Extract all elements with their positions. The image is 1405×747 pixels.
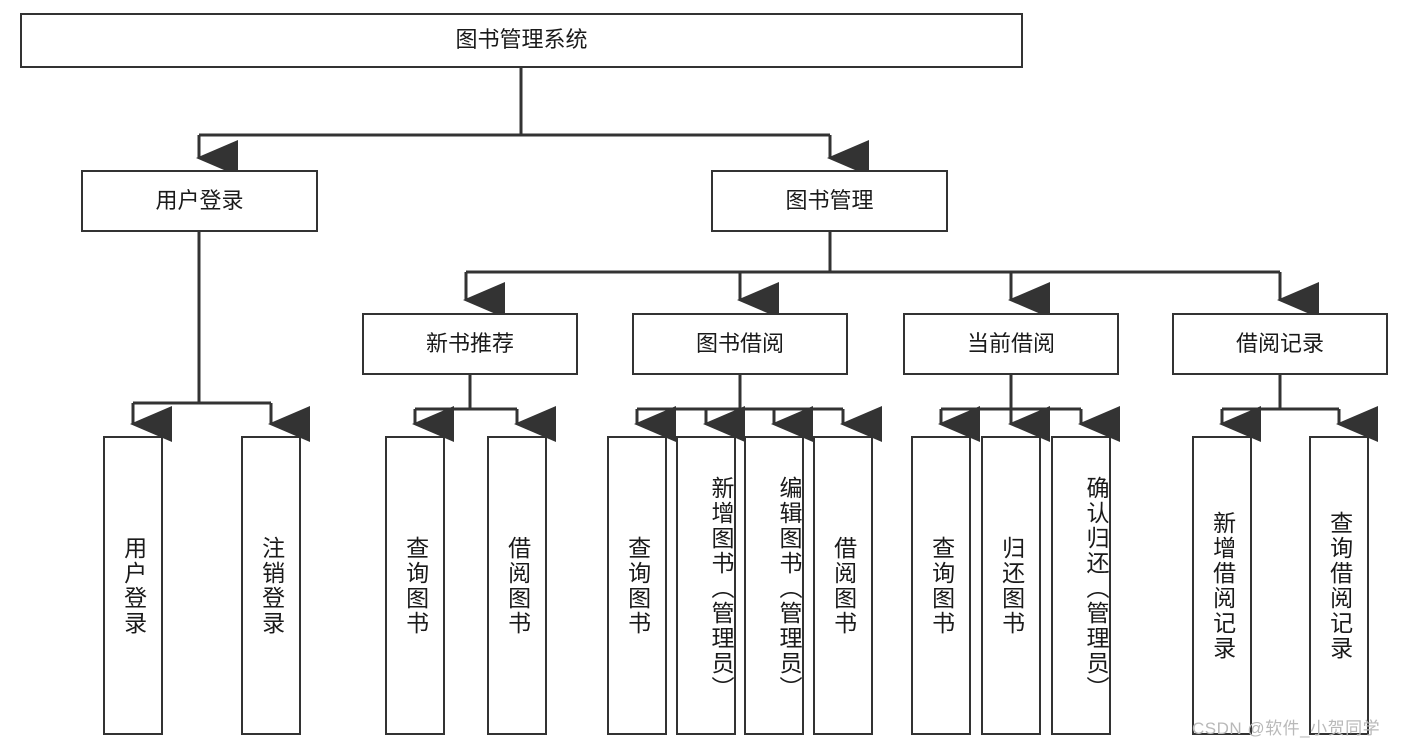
leaf-query-books-borrowing[interactable]: 查询图书 — [607, 436, 667, 735]
node-borrow-records[interactable]: 借阅记录 — [1172, 313, 1388, 375]
node-current-borrowing[interactable]: 当前借阅 — [903, 313, 1119, 375]
leaf-return-books[interactable]: 归还图书 — [981, 436, 1041, 735]
leaf-edit-book-admin[interactable]: 编辑图书（管理员） — [744, 436, 804, 735]
node-book-borrowing[interactable]: 图书借阅 — [632, 313, 848, 375]
node-new-book-recommendation[interactable]: 新书推荐 — [362, 313, 578, 375]
leaf-borrow-books-borrowing[interactable]: 借阅图书 — [813, 436, 873, 735]
leaf-add-book-admin[interactable]: 新增图书（管理员） — [676, 436, 736, 735]
node-book-management[interactable]: 图书管理 — [711, 170, 948, 232]
leaf-borrow-books-recommendation[interactable]: 借阅图书 — [487, 436, 547, 735]
leaf-query-books-recommendation[interactable]: 查询图书 — [385, 436, 445, 735]
leaf-user-login[interactable]: 用户登录 — [103, 436, 163, 735]
leaf-query-books-current[interactable]: 查询图书 — [911, 436, 971, 735]
leaf-query-borrow-record[interactable]: 查询借阅记录 — [1309, 436, 1369, 735]
leaf-add-borrow-record[interactable]: 新增借阅记录 — [1192, 436, 1252, 735]
csdn-watermark: CSDN @软件_小贺同学 — [1192, 719, 1381, 738]
node-user-login[interactable]: 用户登录 — [81, 170, 318, 232]
leaf-confirm-return-admin[interactable]: 确认归还（管理员） — [1051, 436, 1111, 735]
node-root-book-management-system[interactable]: 图书管理系统 — [20, 13, 1023, 68]
leaf-logout[interactable]: 注销登录 — [241, 436, 301, 735]
